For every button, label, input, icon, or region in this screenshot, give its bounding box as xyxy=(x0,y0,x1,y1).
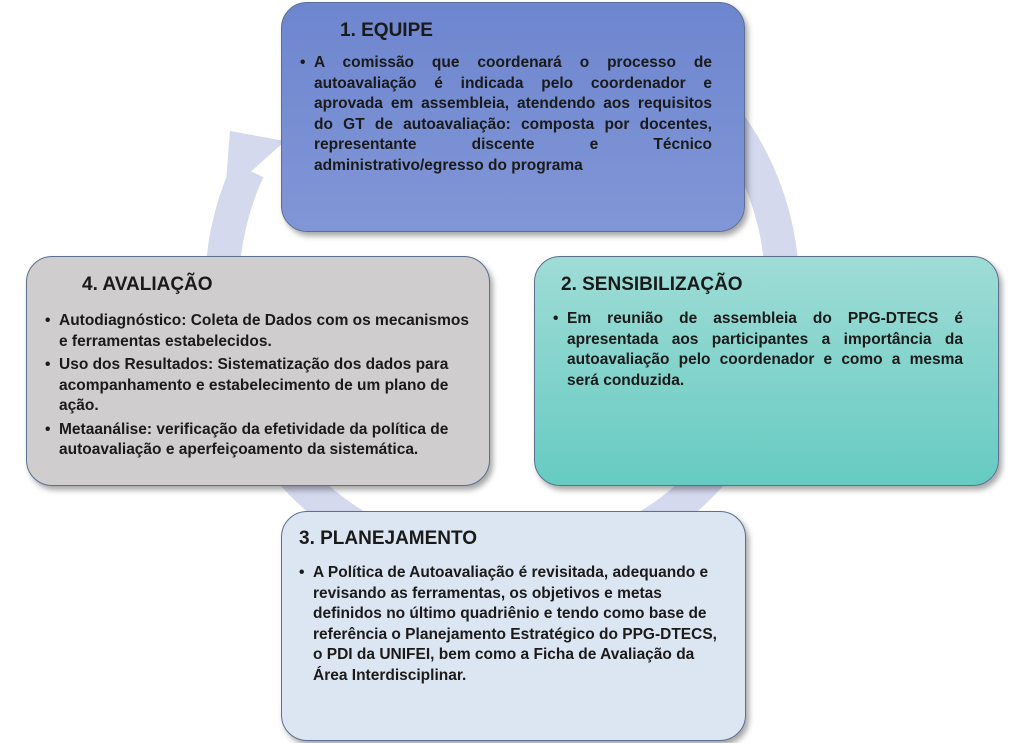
sensibilizacao-card: 2. SENSIBILIZAÇÃO • Em reunião de assemb… xyxy=(534,256,999,486)
planejamento-title: 3. PLANEJAMENTO xyxy=(299,528,478,549)
avaliacao-bullet-3: Metaanálise: verificação da efetividade … xyxy=(59,420,449,459)
list-item: • A Política de Autoavaliação é revisita… xyxy=(299,563,729,686)
list-item: • Em reunião de assembleia do PPG-DTECS … xyxy=(553,309,963,391)
bullet-dot-icon: • xyxy=(45,420,51,438)
sensibilizacao-title: 2. SENSIBILIZAÇÃO xyxy=(561,274,743,295)
equipe-card: 1. EQUIPE • A comissão que coordenará o … xyxy=(281,2,745,232)
avaliacao-bullet-2: Uso dos Resultados: Sistematização dos d… xyxy=(59,356,449,414)
list-item: • A comissão que coordenará o processo d… xyxy=(300,53,712,176)
sensibilizacao-list: • Em reunião de assembleia do PPG-DTECS … xyxy=(553,309,963,394)
list-item: • Uso dos Resultados: Sistematização dos… xyxy=(45,355,475,417)
equipe-list: • A comissão que coordenará o processo d… xyxy=(300,53,712,179)
bullet-dot-icon: • xyxy=(299,564,305,581)
avaliacao-card: 4. AVALIAÇÃO • Autodiagnóstico: Coleta d… xyxy=(26,256,490,486)
avaliacao-list: • Autodiagnóstico: Coleta de Dados com o… xyxy=(45,311,475,464)
bullet-dot-icon: • xyxy=(45,312,51,329)
planejamento-list: • A Política de Autoavaliação é revisita… xyxy=(299,563,729,689)
avaliacao-bullet-1: Autodiagnóstico: Coleta de Dados com os … xyxy=(59,312,469,350)
bullet-dot-icon: • xyxy=(553,310,559,327)
list-item: • Metaanálise: verificação da efetividad… xyxy=(45,420,475,461)
equipe-bullet-1: A comissão que coordenará o processo de … xyxy=(314,54,712,174)
sensibilizacao-bullet-1: Em reunião de assembleia do PPG-DTECS é … xyxy=(567,310,963,389)
cycle-arrowhead xyxy=(225,131,285,195)
avaliacao-title: 4. AVALIAÇÃO xyxy=(82,274,213,295)
list-item: • Autodiagnóstico: Coleta de Dados com o… xyxy=(45,311,475,352)
bullet-dot-icon: • xyxy=(45,356,51,373)
equipe-title: 1. EQUIPE xyxy=(340,20,433,41)
bullet-dot-icon: • xyxy=(300,54,306,71)
planejamento-bullet-1: A Política de Autoavaliação é revisitada… xyxy=(313,564,717,684)
planejamento-card: 3. PLANEJAMENTO • A Política de Autoaval… xyxy=(281,511,746,741)
